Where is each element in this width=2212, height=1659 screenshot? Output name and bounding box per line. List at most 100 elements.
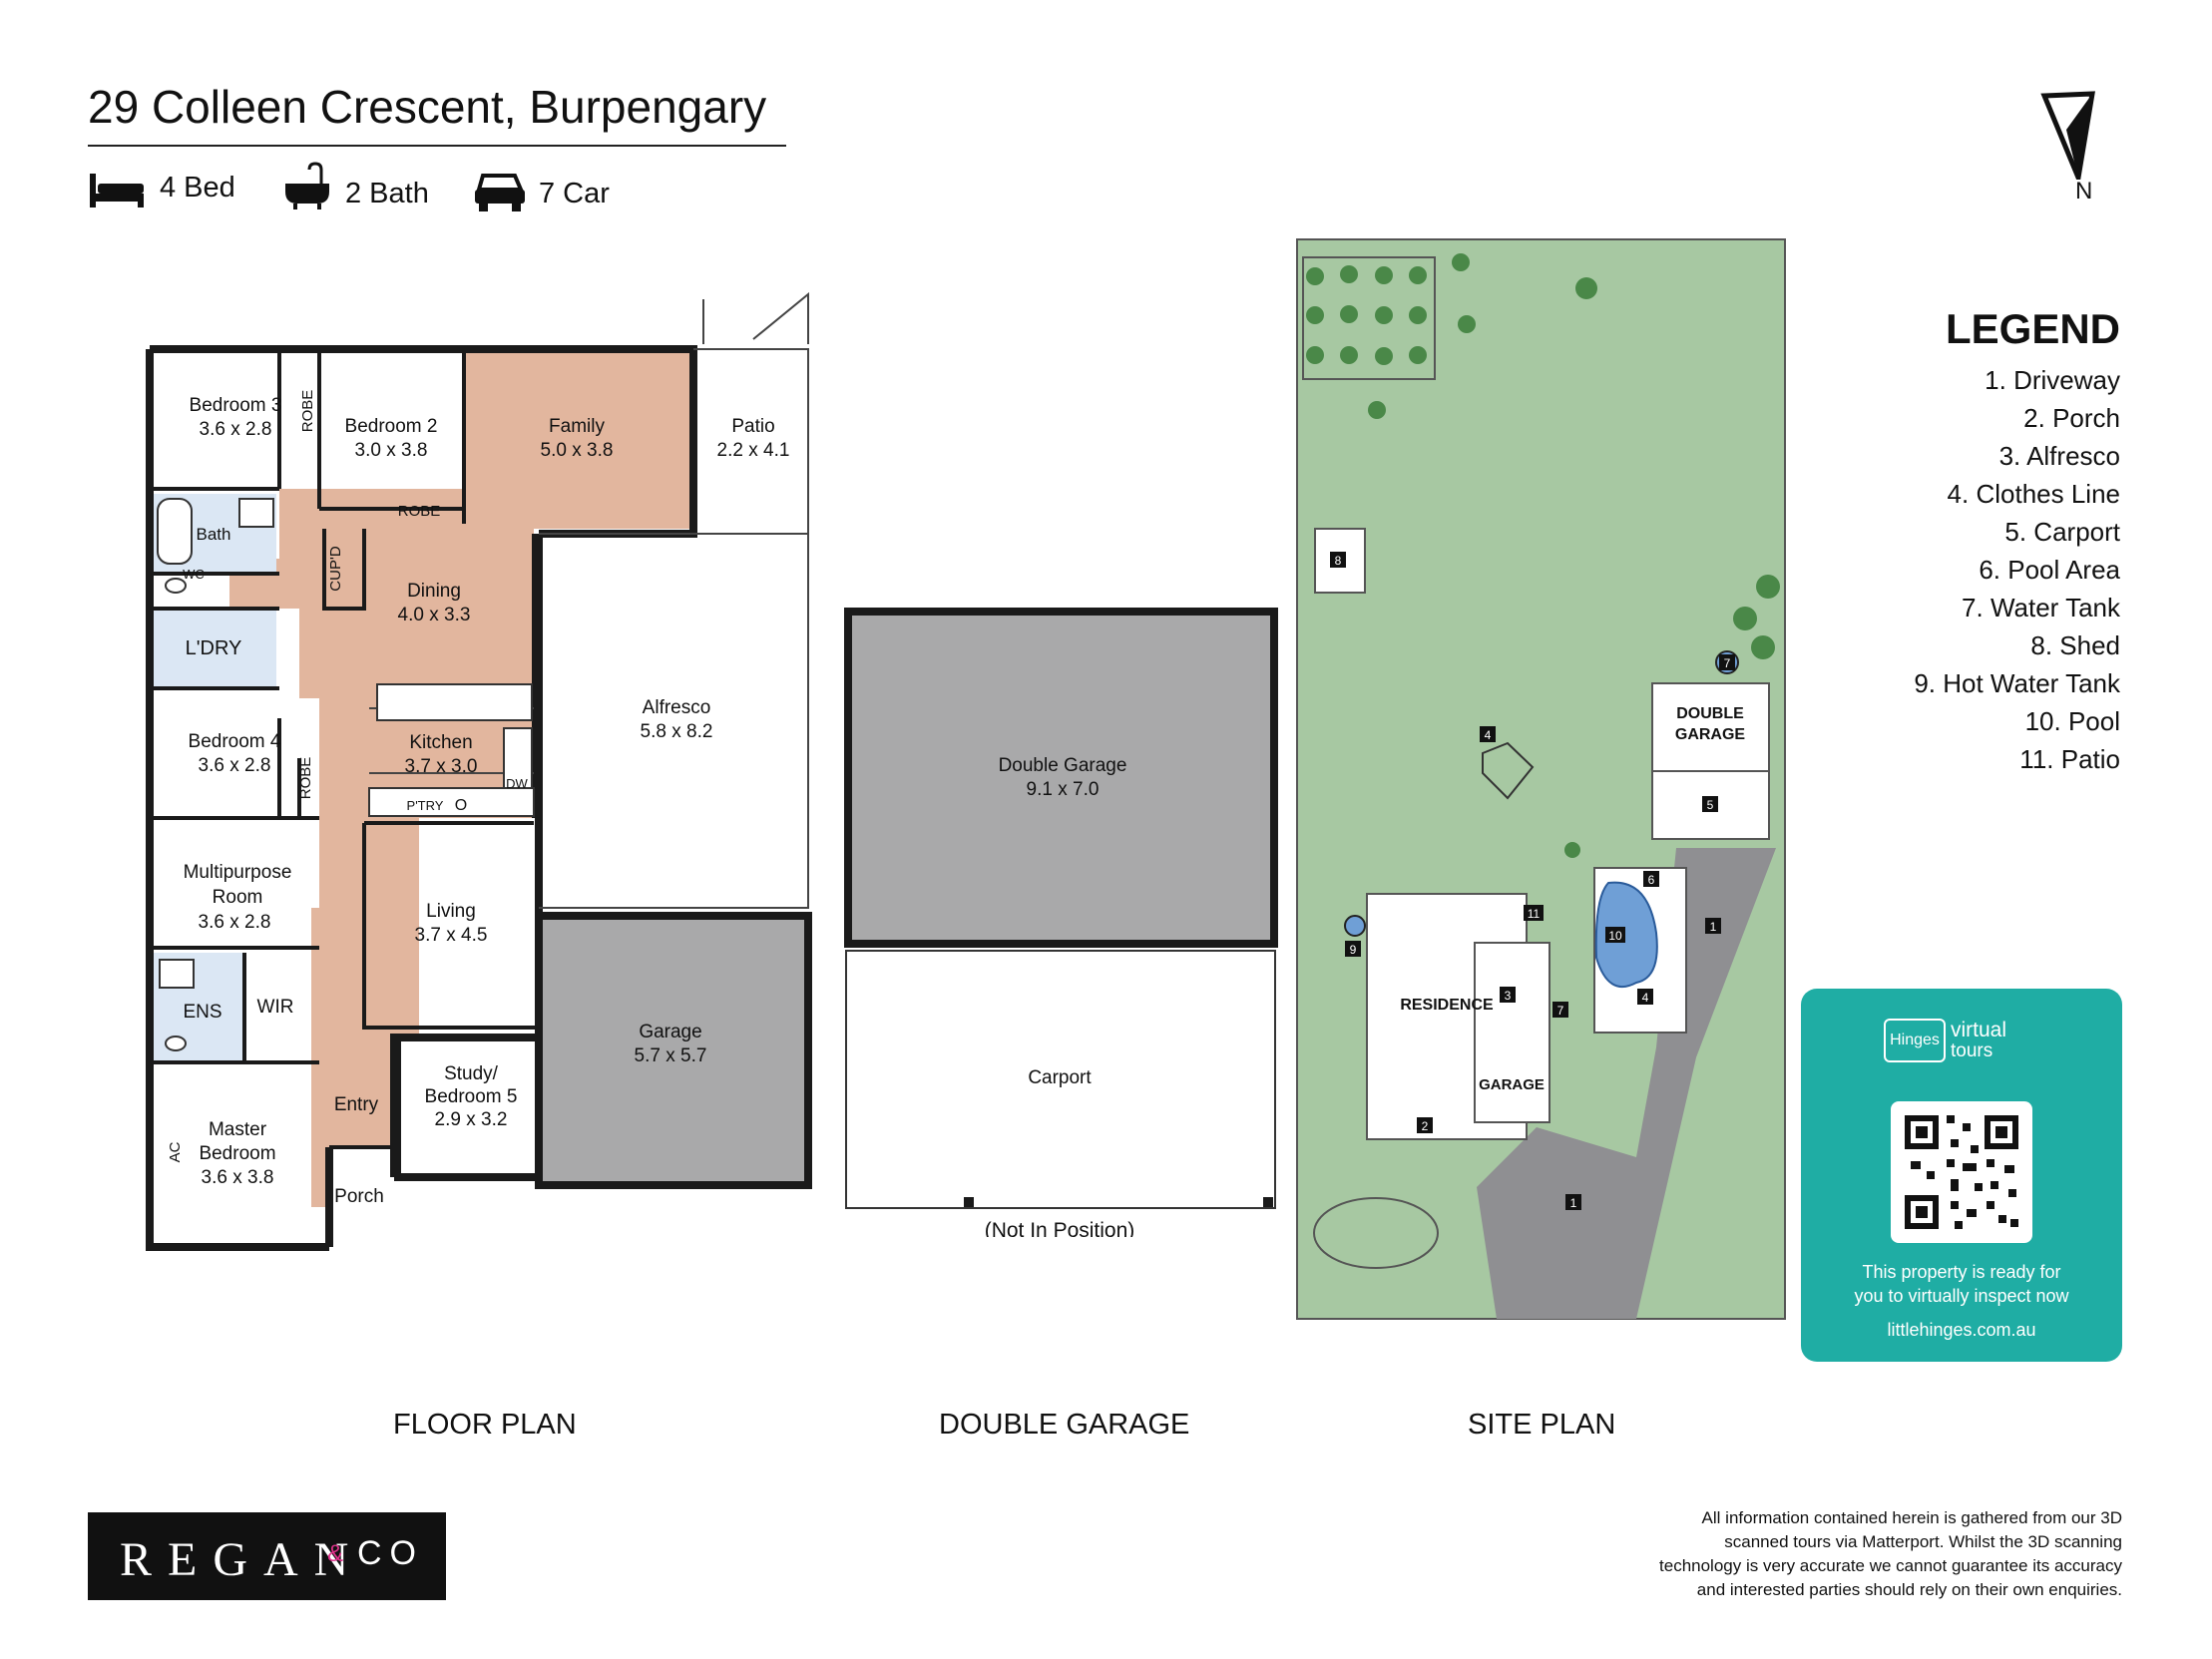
tours-website-link[interactable]: littlehinges.com.au xyxy=(1887,1320,2036,1340)
bathtub-icon xyxy=(157,498,193,565)
legend-item: 1. Driveway xyxy=(1985,365,2120,395)
legend-item: 9. Hot Water Tank xyxy=(1914,668,2120,698)
cupboard-label: CUP'D xyxy=(327,546,344,592)
robe-label: ROBE xyxy=(299,390,316,433)
room-name: Study/ xyxy=(444,1063,499,1084)
double-garage-floor xyxy=(844,608,1278,948)
north-arrow-icon xyxy=(2040,91,2095,180)
brand-ampersand: & xyxy=(327,1540,344,1567)
ensuite-shower-icon xyxy=(159,959,195,989)
dishwasher-label: DW xyxy=(506,776,528,791)
room-size: 4.0 x 3.3 xyxy=(398,605,471,625)
site-marker: 3 xyxy=(1505,989,1512,1003)
kitchen-island xyxy=(376,683,533,721)
robe-label: ROBE xyxy=(297,757,314,800)
garage-floor xyxy=(539,916,808,1185)
room-name: Dining xyxy=(407,581,461,602)
legend-item: 2. Porch xyxy=(2023,403,2120,433)
trees xyxy=(1306,253,1780,858)
room-name: Garage xyxy=(639,1022,701,1042)
disclaimer-line: technology is very accurate we cannot gu… xyxy=(1659,1556,2122,1575)
clothes-line-icon xyxy=(1482,741,1535,800)
legend-item: 3. Alfresco xyxy=(1998,441,2120,471)
ready-line-2: you to virtually inspect now xyxy=(1854,1286,2069,1306)
site-double-garage-label: DOUBLE xyxy=(1676,705,1744,722)
virtual-tours-card[interactable]: Hinges virtual tours This property is re… xyxy=(1801,989,2122,1362)
legend-item: 10. Pool xyxy=(2024,706,2120,736)
site-marker: 11 xyxy=(1528,907,1541,921)
legend-title: LEGEND xyxy=(1945,305,2120,352)
legend-item: 11. Patio xyxy=(2019,744,2120,774)
disclaimer-line: All information contained herein is gath… xyxy=(1701,1508,2122,1527)
site-marker: 4 xyxy=(1485,728,1492,742)
room-size: 5.0 x 3.8 xyxy=(541,440,614,461)
not-in-position-note: (Not In Position) xyxy=(985,1219,1135,1237)
virtual-label: virtual xyxy=(1951,1019,2007,1041)
ready-text: This property is ready for you to virtua… xyxy=(1801,1260,2122,1308)
legend-item: 5. Carport xyxy=(2004,517,2120,547)
car-count: 7 Car xyxy=(539,178,610,209)
carport-outline xyxy=(845,950,1276,1209)
room-name: Multipurpose xyxy=(184,862,292,883)
site-garage xyxy=(1474,942,1550,1123)
site-marker: 6 xyxy=(1648,873,1655,887)
legend-item: 7. Water Tank xyxy=(1962,593,2120,622)
room-size: 5.8 x 8.2 xyxy=(641,721,713,742)
legend-item: 6. Pool Area xyxy=(1979,555,2120,585)
room-name: Alfresco xyxy=(643,697,711,718)
room-name: Bedroom 5 xyxy=(425,1086,518,1107)
qr-code-icon[interactable] xyxy=(1891,1101,2032,1243)
room-size: 3.7 x 4.5 xyxy=(415,925,488,946)
bath-label: Bath xyxy=(197,525,231,544)
pool xyxy=(1594,881,1658,988)
carport-label: Carport xyxy=(1028,1067,1092,1088)
room-name: Master xyxy=(209,1119,267,1140)
double-garage-label: DOUBLE GARAGE xyxy=(939,1409,1190,1441)
room-name: Family xyxy=(549,416,605,437)
kitchen-sink-bench xyxy=(503,727,533,789)
site-marker: 5 xyxy=(1707,798,1714,812)
kitchen-bench xyxy=(368,787,535,817)
residence-label: RESIDENCE xyxy=(1400,997,1494,1014)
ready-line-1: This property is ready for xyxy=(1862,1262,2061,1282)
bed-icon xyxy=(90,174,144,207)
wc-label: WC xyxy=(183,567,205,582)
site-marker: 4 xyxy=(1642,991,1649,1005)
pantry-label: P'TRY xyxy=(407,798,444,813)
entry-label: Entry xyxy=(334,1094,379,1115)
page-title: 29 Colleen Crescent, Burpengary xyxy=(88,81,767,133)
bed-count: 4 Bed xyxy=(160,172,235,204)
wir-label: WIR xyxy=(257,997,294,1018)
room-name: Bedroom 2 xyxy=(345,416,438,437)
shower-icon xyxy=(238,498,274,528)
site-marker: 2 xyxy=(1422,1119,1429,1133)
living-hall-floor xyxy=(229,489,539,1207)
room-size: 3.6 x 2.8 xyxy=(199,755,271,776)
little-hinges-logo: Hinges xyxy=(1884,1019,1946,1062)
room-name: Room xyxy=(213,887,263,908)
room-name: Kitchen xyxy=(409,732,472,753)
porch-label: Porch xyxy=(334,1186,384,1207)
laundry-floor xyxy=(152,609,276,688)
double-garage-size: 9.1 x 7.0 xyxy=(1027,779,1100,800)
room-name: Bedroom 3 xyxy=(190,395,282,416)
brand-name: REGAN xyxy=(120,1533,365,1586)
driveway xyxy=(1477,848,1776,1319)
regan-co-logo: REGAN & CO xyxy=(88,1512,446,1600)
floor-plan-label: FLOOR PLAN xyxy=(393,1409,577,1441)
room-name: Patio xyxy=(731,416,774,437)
disclaimer: All information contained herein is gath… xyxy=(1556,1506,2122,1602)
ensuite-toilet-icon xyxy=(165,1036,187,1051)
bath-icon xyxy=(285,162,329,209)
room-size: 5.7 x 5.7 xyxy=(635,1045,707,1066)
site-plan: RESIDENCE GARAGE DOUBLE GARAGE 1 1 2 3 4… xyxy=(1296,238,1786,1320)
ac-label: AC xyxy=(167,1141,184,1162)
site-marker: 8 xyxy=(1335,554,1342,568)
legend-item: 4. Clothes Line xyxy=(1947,479,2120,509)
brand-co: CO xyxy=(357,1534,424,1572)
room-size: 3.0 x 3.8 xyxy=(355,440,428,461)
site-marker: 10 xyxy=(1608,929,1622,943)
laundry-label: L'DRY xyxy=(186,637,242,659)
site-marker: 9 xyxy=(1350,943,1357,957)
room-size: 3.6 x 3.8 xyxy=(202,1167,274,1188)
